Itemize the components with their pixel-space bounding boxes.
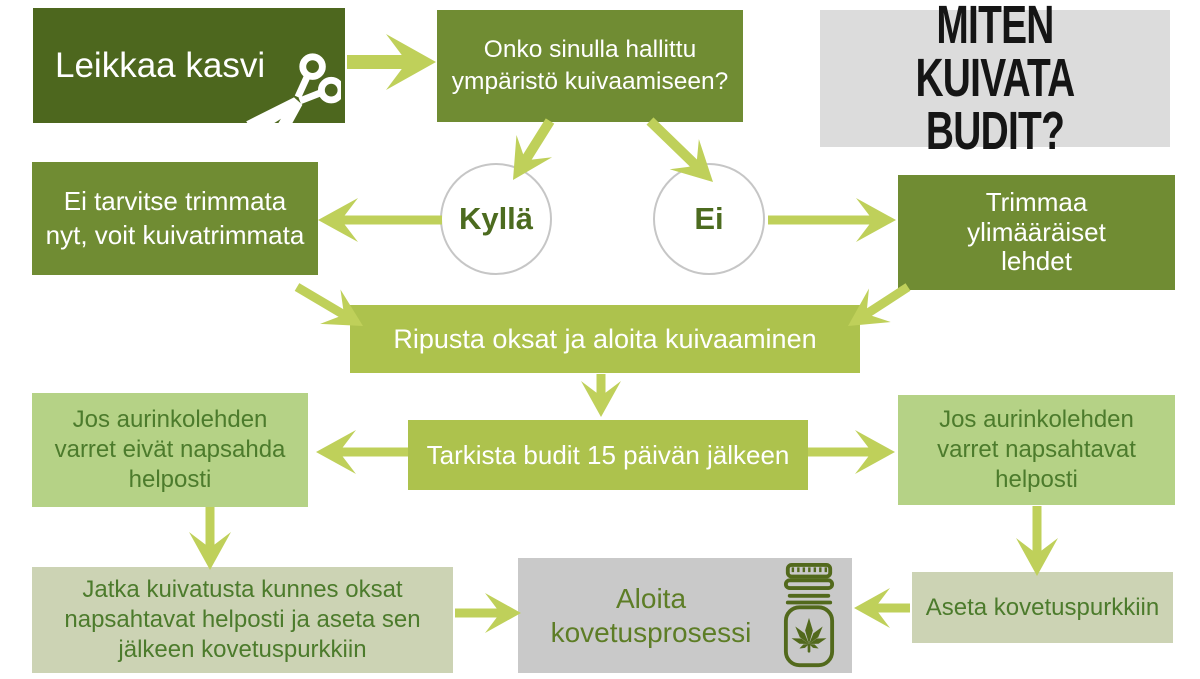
node-start-curing: Aloita kovetusprosessi	[518, 558, 852, 673]
node-keep-drying-label: Jatka kuivatusta kunnes oksat napsahtava…	[64, 576, 421, 663]
decision-yes-label: Kyllä	[458, 201, 534, 236]
node-no-trim-now-label: Ei tarvitse trimmata nyt, voit kuivatrim…	[45, 185, 305, 250]
decision-yes-circle: Kyllä	[440, 163, 552, 275]
mason-jar-with-cannabis-leaf-icon	[783, 562, 835, 667]
node-stems-snap-label: Jos aurinkolehden varret napsahtavat hel…	[937, 406, 1136, 493]
node-place-in-jar-label: Aseta kovetuspurkkiin	[925, 593, 1160, 621]
node-cut-plant-label: Leikkaa kasvi	[55, 45, 266, 85]
node-hang-branches-label: Ripusta oksat ja aloita kuivaaminen	[393, 323, 817, 354]
node-hang-branches: Ripusta oksat ja aloita kuivaaminen	[350, 305, 860, 373]
node-stems-dont-snap-label: Jos aurinkolehden varret eivät napsahda …	[54, 406, 286, 493]
node-env-question: Onko sinulla hallittu ympäristö kuivaami…	[437, 10, 743, 122]
scissors-icon	[246, 53, 341, 147]
node-trim-leaves: Trimmaa ylimääräiset lehdet	[898, 175, 1175, 290]
node-check-buds-label: Tarkista budit 15 päivän jälkeen	[426, 439, 790, 470]
node-start-curing-label: Aloita kovetusprosessi	[550, 582, 752, 648]
node-env-question-label: Onko sinulla hallittu ympäristö kuivaami…	[451, 35, 729, 95]
page-title: MITEN KUIVATA BUDIT?	[915, 0, 1075, 161]
infographic-title-box: MITEN KUIVATA BUDIT?	[820, 0, 1170, 158]
node-trim-leaves-label: Trimmaa ylimääräiset lehdet	[967, 186, 1106, 277]
node-no-trim-now: Ei tarvitse trimmata nyt, voit kuivatrim…	[32, 162, 318, 275]
node-keep-drying: Jatka kuivatusta kunnes oksat napsahtava…	[32, 567, 453, 673]
node-cut-plant: Leikkaa kasvi	[33, 8, 345, 147]
decision-no-label: Ei	[694, 201, 724, 236]
node-stems-dont-snap: Jos aurinkolehden varret eivät napsahda …	[32, 393, 308, 507]
decision-no-circle: Ei	[653, 163, 765, 275]
node-check-buds: Tarkista budit 15 päivän jälkeen	[408, 420, 808, 490]
node-place-in-jar: Aseta kovetuspurkkiin	[912, 572, 1173, 643]
node-stems-snap: Jos aurinkolehden varret napsahtavat hel…	[898, 395, 1175, 505]
